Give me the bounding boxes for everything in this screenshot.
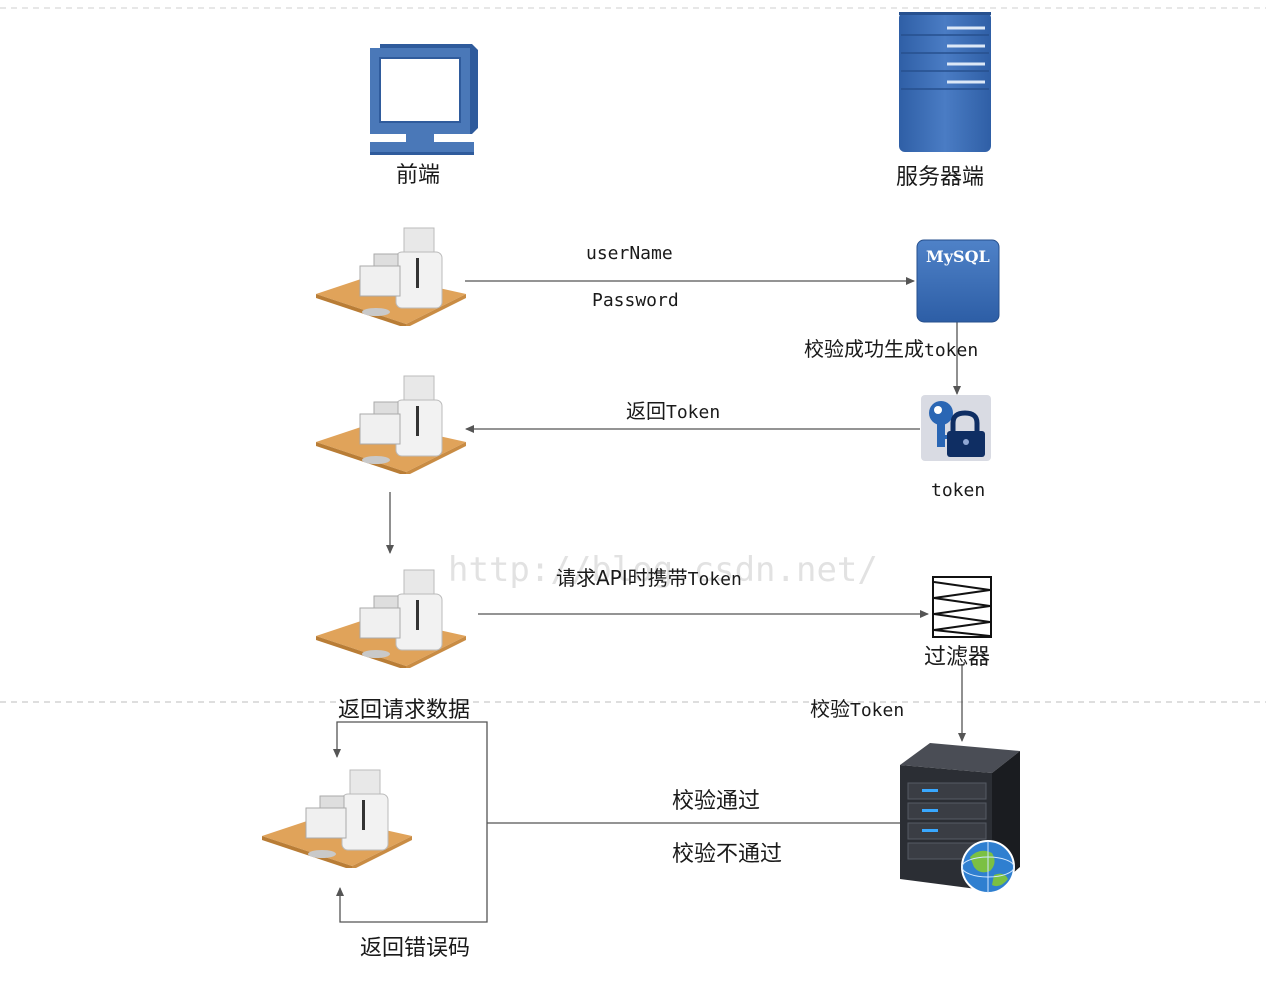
filter-icon [932, 576, 992, 638]
server-rack-icon [897, 12, 993, 156]
return-error-label: 返回错误码 [360, 936, 471, 961]
request-token: Token [687, 569, 742, 590]
verify-token-text: 校验 [810, 697, 850, 721]
monitor-icon [368, 42, 478, 157]
mysql-icon: MySQL [916, 239, 1000, 323]
password-label: Password [592, 290, 679, 311]
mysql-label: MySQL [926, 247, 990, 266]
username-label: userName [586, 243, 673, 264]
return-data-arrow [333, 721, 488, 823]
workstation-icon [316, 558, 466, 670]
watermark-text: http://blog.csdn.net/ [448, 550, 878, 590]
web-server-icon [900, 743, 1024, 895]
verify-token-token: Token [850, 700, 905, 721]
frontend-label: 前端 [396, 163, 441, 188]
verify-token-label: 校验Token [810, 693, 904, 722]
return-data-label: 返回请求数据 [338, 698, 471, 723]
verify-fail-label: 校验不通过 [672, 842, 783, 867]
request-text: 请求API时携带 [556, 566, 688, 590]
workstation-icon [316, 216, 466, 328]
verify-generate-text: 校验成功生成 [804, 337, 924, 361]
filter-label: 过滤器 [924, 645, 991, 670]
request-label: 请求API时携带Token [556, 562, 742, 591]
verify-generate-label: 校验成功生成token [804, 333, 978, 362]
verify-generate-token: token [924, 340, 979, 361]
key-lock-icon [921, 395, 991, 461]
return-token-label: 返回Token [626, 395, 720, 424]
verify-pass-label: 校验通过 [672, 789, 761, 814]
server-label: 服务器端 [896, 165, 985, 190]
token-label: token [931, 480, 986, 501]
return-token-token: Token [666, 402, 721, 423]
workstation-icon [262, 758, 412, 870]
workstation-icon [316, 364, 466, 476]
return-token-text: 返回 [626, 399, 666, 423]
return-error-arrow [336, 823, 488, 923]
